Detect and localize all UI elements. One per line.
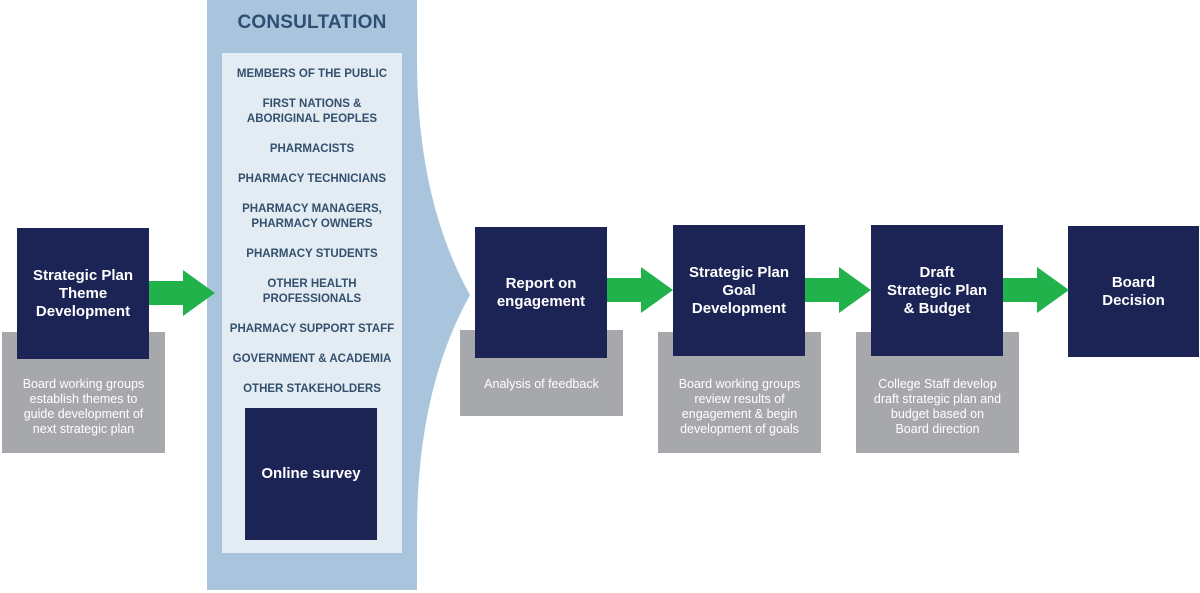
- stakeholder-item: PHARMACY SUPPORT STAFF: [229, 323, 395, 335]
- arrow-icon: [149, 270, 215, 316]
- stakeholder-item: OTHER HEALTH PROFESSIONALS: [262, 278, 362, 305]
- consultation-title: CONSULTATION: [237, 12, 387, 33]
- step4-box: Draft Strategic Plan & Budget: [871, 225, 1003, 356]
- arrow-icon: [607, 267, 673, 313]
- stakeholder-item: OTHER STAKEHOLDERS: [243, 383, 381, 395]
- arrow-icon: [805, 267, 871, 313]
- step2-box: Report on engagement: [475, 227, 607, 358]
- stakeholder-item: PHARMACY TECHNICIANS: [237, 173, 387, 185]
- stakeholder-item: FIRST NATIONS & ABORIGINAL PEOPLES: [246, 98, 378, 125]
- online-survey-box: Online survey: [245, 408, 377, 540]
- arrow-icon: [1003, 267, 1069, 313]
- step1-caption: Board working groups establish themes to…: [2, 332, 165, 453]
- stakeholder-item: MEMBERS OF THE PUBLIC: [236, 68, 388, 80]
- stakeholder-item: PHARMACY STUDENTS: [246, 248, 378, 260]
- stakeholder-item: PHARMACISTS: [269, 143, 355, 155]
- stakeholder-item: PHARMACY MANAGERS, PHARMACY OWNERS: [242, 203, 382, 230]
- step3-box: Strategic Plan Goal Development: [673, 225, 805, 356]
- step5-box: Board Decision: [1068, 226, 1199, 357]
- stakeholder-item: GOVERNMENT & ACADEMIA: [232, 353, 392, 365]
- step1-box: Strategic Plan Theme Development: [17, 228, 149, 359]
